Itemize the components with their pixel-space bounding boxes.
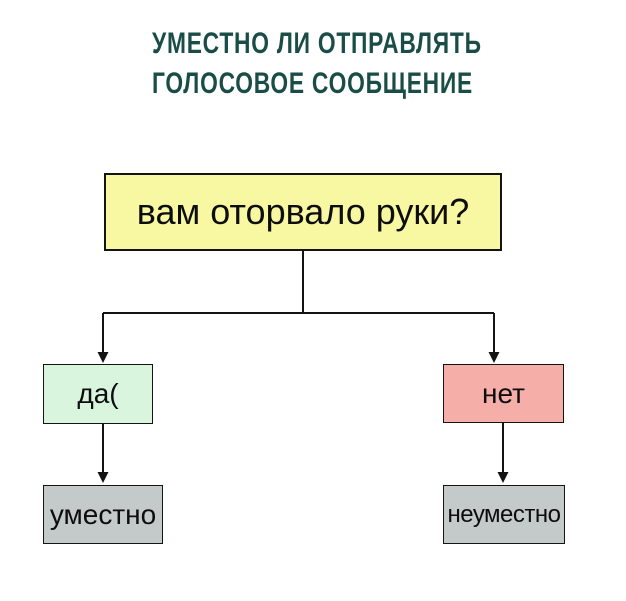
answer-no-label: нет [482, 377, 525, 409]
outcome-appropriate-node: уместно [43, 485, 163, 544]
arrowhead-no-to-outcome [497, 472, 509, 483]
answer-no-node: нет [443, 364, 564, 423]
arrowhead-to-yes [97, 352, 109, 363]
question-node: вам оторвало руки? [104, 173, 502, 251]
answer-yes-label: да( [77, 378, 119, 409]
title-line-1: УМЕСТНО ЛИ ОТПРАВЛЯТЬ [152, 27, 482, 60]
outcome-appropriate-label: уместно [49, 498, 157, 530]
arrowhead-yes-to-outcome [97, 472, 109, 483]
arrowhead-to-no [488, 352, 500, 363]
page-title: УМЕСТНО ЛИ ОТПРАВЛЯТЬ ГОЛОСОВОЕ СООБЩЕНИ… [152, 24, 482, 104]
outcome-inappropriate-node: неуместно [443, 485, 565, 544]
question-label: вам оторвало руки? [136, 191, 470, 232]
outcome-inappropriate-label: неуместно [447, 500, 561, 528]
answer-yes-node: да( [43, 364, 153, 424]
title-line-2: ГОЛОСОВОЕ СООБЩЕНИЕ [152, 67, 474, 100]
